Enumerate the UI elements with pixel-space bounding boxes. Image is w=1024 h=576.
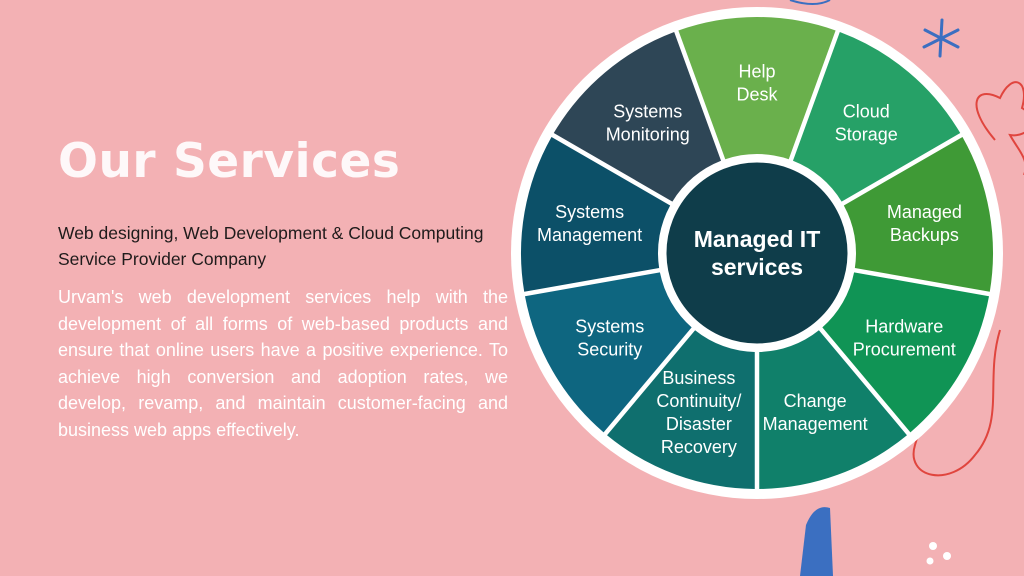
blue-arc-doodle	[789, 0, 831, 5]
wheel-segment-systems-security	[524, 272, 692, 433]
description-paragraph: Urvam's web development services help wi…	[58, 287, 508, 440]
white-dots-doodle	[926, 542, 951, 565]
page-subtitle: Web designing, Web Development & Cloud C…	[58, 223, 484, 269]
asterisk-doodle	[922, 18, 960, 58]
wheel-segment-managed-backups	[843, 136, 993, 292]
wheel-center-hub	[661, 157, 853, 349]
wheel-segment-hardware-procurement	[822, 272, 990, 433]
blue-pillar-shape	[800, 507, 833, 576]
wheel-segment-cloud-storage	[792, 32, 961, 202]
red-leaf-doodle	[975, 81, 1024, 175]
wheel-segment-systems-monitoring	[553, 32, 722, 202]
wheel-segment-business-continuity	[607, 330, 755, 489]
wheel-segment-change-management	[759, 330, 907, 489]
wheel-segment-help-desk	[678, 16, 836, 160]
wheel-segment-systems-management	[520, 136, 671, 292]
page-title: Our Services	[58, 134, 401, 189]
